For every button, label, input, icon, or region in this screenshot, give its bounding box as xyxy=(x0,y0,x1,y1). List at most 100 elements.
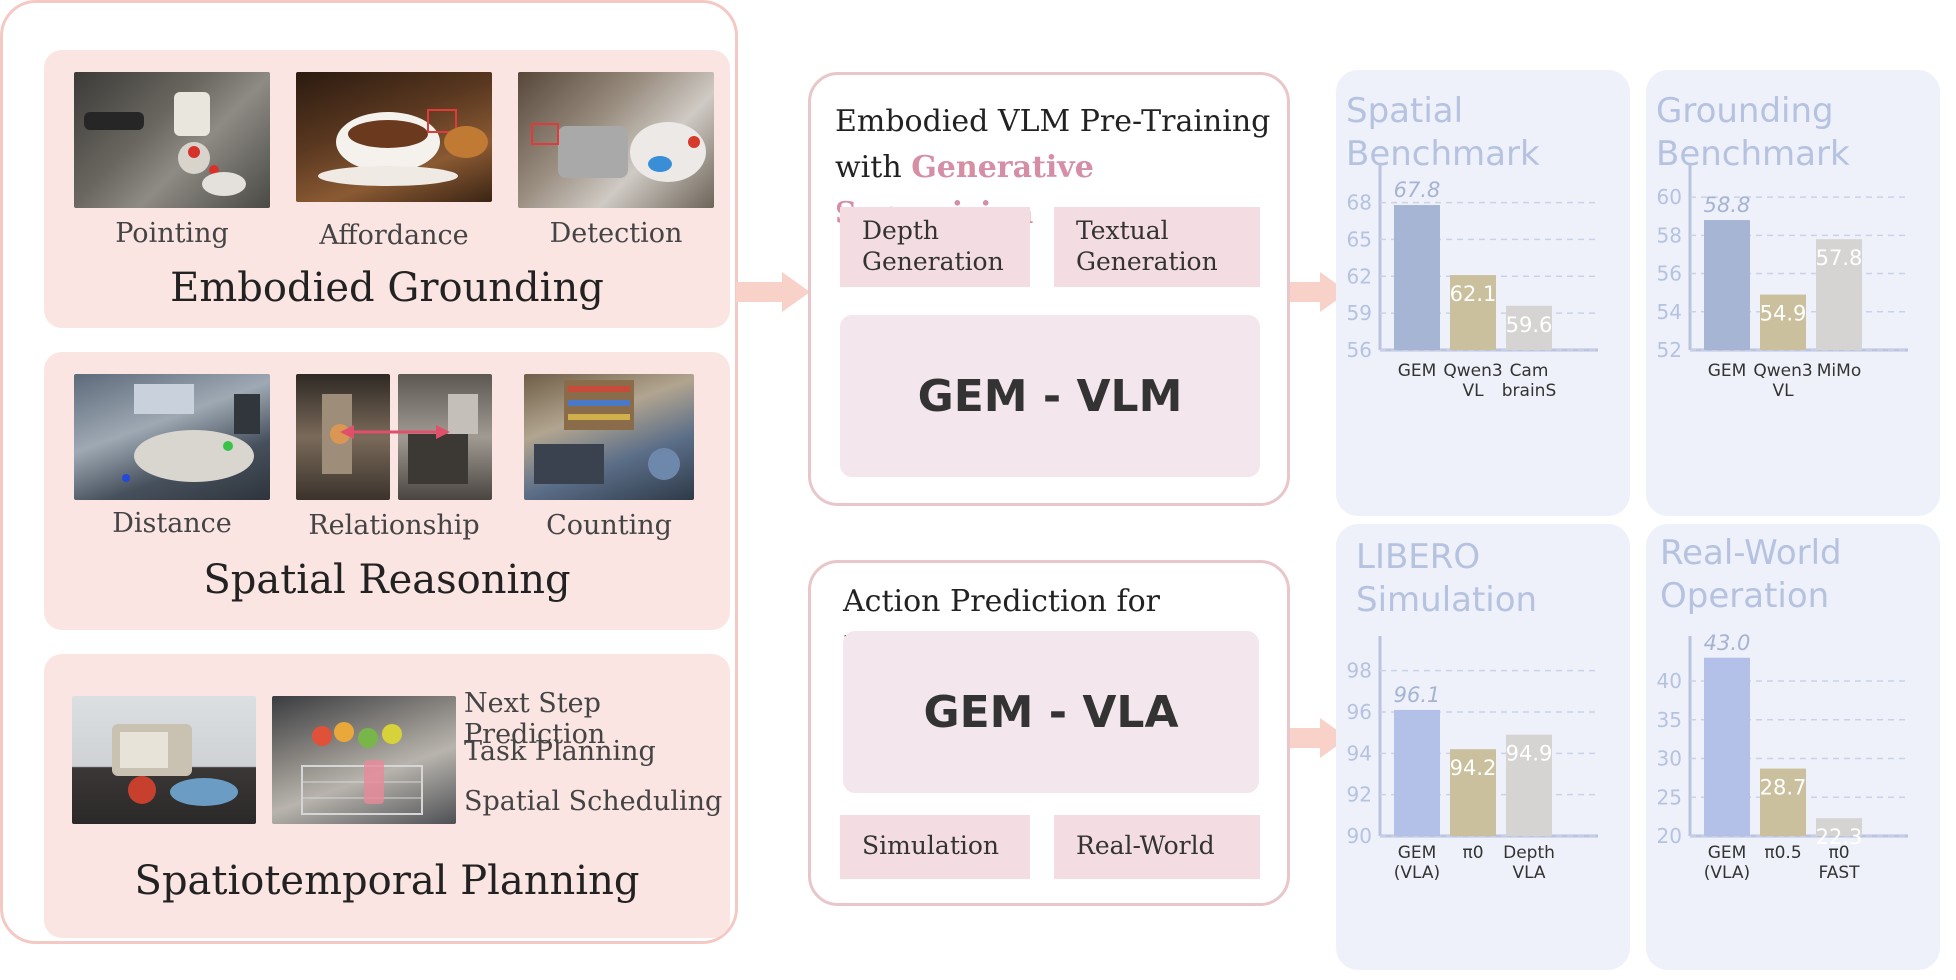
textual-generation-tag: Textual Generation xyxy=(1054,207,1260,287)
x-category-label-line: FAST xyxy=(1818,863,1860,883)
x-category-label-line: MiMo xyxy=(1817,361,1861,381)
bar xyxy=(1704,220,1750,350)
y-tick-label: 96 xyxy=(1347,700,1372,724)
oven-apple-bowl-icon xyxy=(72,696,256,824)
y-tick-label: 98 xyxy=(1347,659,1372,683)
y-tick-label: 92 xyxy=(1347,783,1372,807)
x-category-label-line: (VLA) xyxy=(1394,863,1440,883)
x-category-label-line: Qwen3 xyxy=(1443,361,1502,381)
bar-value-label: 28.7 xyxy=(1760,776,1807,800)
bar-value-label: 96.1 xyxy=(1394,683,1441,707)
bar-value-label: 54.9 xyxy=(1760,302,1807,326)
x-category-label: GEM xyxy=(1398,361,1437,381)
distance-label: Distance xyxy=(74,508,270,539)
y-tick-label: 62 xyxy=(1347,264,1372,288)
y-tick-label: 52 xyxy=(1657,338,1682,362)
relationship-label: Relationship xyxy=(288,510,500,541)
pointing-scene-icon xyxy=(74,72,270,208)
y-tick-label: 40 xyxy=(1657,669,1682,693)
coffee-cup-icon xyxy=(296,72,492,202)
y-tick-label: 30 xyxy=(1657,747,1682,771)
x-category-label: π0 xyxy=(1462,843,1483,863)
y-tick-label: 20 xyxy=(1657,824,1682,848)
x-category-label: MiMo xyxy=(1817,361,1861,381)
bar xyxy=(1704,658,1750,836)
counting-image xyxy=(524,374,694,500)
bar-value-label: 43.0 xyxy=(1704,631,1751,655)
spatial-reasoning-panel: Distance Relationship Counting Spatial R… xyxy=(44,352,730,630)
bar-value-label: 62.1 xyxy=(1450,282,1497,306)
vla-action-box: Action Prediction for Robotics GEM - VLA… xyxy=(808,560,1290,906)
spatiotemporal-planning-panel: Next Step Prediction Task Planning Spati… xyxy=(44,654,730,938)
x-category-label-line: brainS xyxy=(1502,381,1557,401)
x-category-label-line: π0 xyxy=(1828,843,1849,863)
x-category-label-line: GEM xyxy=(1398,843,1437,863)
spatiotemporal-planning-title: Spatiotemporal Planning xyxy=(44,858,730,904)
x-category-label-line: VL xyxy=(1462,381,1484,401)
x-category-label-line: Qwen3 xyxy=(1753,361,1812,381)
x-category-label: GEM(VLA) xyxy=(1394,843,1440,883)
bar-value-label: 59.6 xyxy=(1506,313,1553,337)
x-category-label-line: Depth xyxy=(1503,843,1555,863)
y-tick-label: 58 xyxy=(1657,223,1682,247)
y-tick-label: 35 xyxy=(1657,708,1682,732)
vlm-title-line1: Embodied VLM Pre-Training xyxy=(835,99,1275,145)
y-tick-label: 59 xyxy=(1347,301,1372,325)
x-category-label-line: Cam xyxy=(1510,361,1549,381)
y-tick-label: 56 xyxy=(1657,262,1682,286)
x-category-label-line: GEM xyxy=(1708,361,1747,381)
x-category-label: Qwen3VL xyxy=(1443,361,1502,401)
spatial-reasoning-title: Spatial Reasoning xyxy=(44,557,730,603)
affordance-label: Affordance xyxy=(296,220,492,251)
bar xyxy=(1394,710,1440,836)
x-category-label: π0.5 xyxy=(1764,843,1801,863)
detection-label: Detection xyxy=(518,218,714,249)
y-tick-label: 90 xyxy=(1347,824,1372,848)
vlm-pretraining-box: Embodied VLM Pre-Training with Generativ… xyxy=(808,72,1290,506)
bar-value-label: 67.8 xyxy=(1394,178,1441,202)
gem-vla-model: GEM - VLA xyxy=(843,631,1259,793)
produce-basket-icon xyxy=(272,696,456,824)
simulation-tag: Simulation xyxy=(840,815,1030,879)
y-tick-label: 65 xyxy=(1347,227,1372,251)
x-category-label-line: GEM xyxy=(1398,361,1437,381)
x-category-label: GEM xyxy=(1708,361,1747,381)
bar-value-label: 94.2 xyxy=(1450,756,1497,780)
x-category-label-line: (VLA) xyxy=(1704,863,1750,883)
affordance-image xyxy=(296,72,492,202)
arrow-right-to-vlm-icon xyxy=(736,272,810,312)
embodied-grounding-title: Embodied Grounding xyxy=(44,265,730,311)
embodied-grounding-panel: Pointing Affordance Detection Embodied G… xyxy=(44,50,730,328)
y-tick-label: 56 xyxy=(1347,338,1372,362)
x-category-label-line: π0 xyxy=(1462,843,1483,863)
pointing-label: Pointing xyxy=(74,218,270,249)
x-category-label-line: VLA xyxy=(1512,863,1545,883)
detection-image xyxy=(518,72,714,208)
spatial-scheduling-item: Spatial Scheduling xyxy=(464,786,722,817)
depth-generation-tag: Depth Generation xyxy=(840,207,1030,287)
y-tick-label: 68 xyxy=(1347,191,1372,215)
x-category-label-line: π0.5 xyxy=(1764,843,1801,863)
x-category-label-line: GEM xyxy=(1708,843,1747,863)
bar-value-label: 58.8 xyxy=(1704,193,1751,217)
libero-simulation-chart: 90 92 94 96 98 96.1GEM(VLA) 94.2 π0 94.9DepthVLA xyxy=(1336,524,1630,970)
x-category-label: GEM(VLA) xyxy=(1704,843,1750,883)
y-tick-label: 94 xyxy=(1347,741,1372,765)
bar-value-label: 94.9 xyxy=(1506,742,1553,766)
planning-image-left xyxy=(72,696,256,824)
bar-value-label: 57.8 xyxy=(1816,246,1863,270)
pointing-image xyxy=(74,72,270,208)
office-scene-icon xyxy=(74,374,270,500)
gem-vlm-model: GEM - VLM xyxy=(840,315,1260,477)
task-planning-item: Task Planning xyxy=(464,736,656,767)
x-category-label-line: VL xyxy=(1772,381,1794,401)
